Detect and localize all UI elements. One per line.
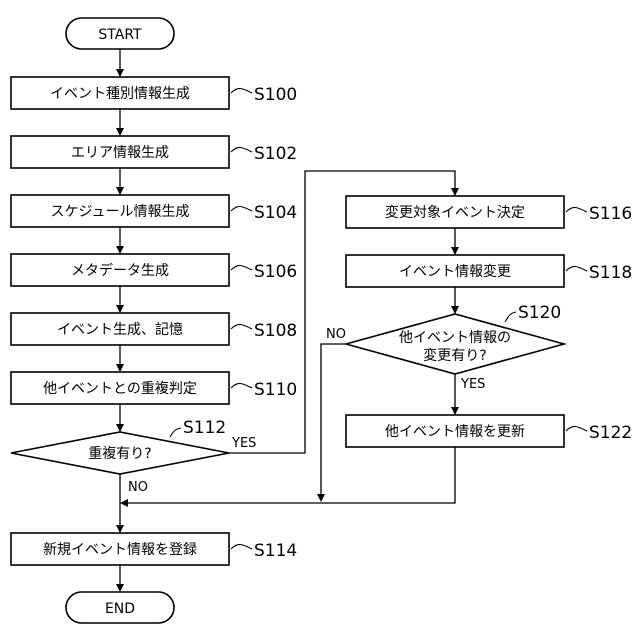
step-s114-label: 新規イベント情報を登録 [43, 542, 197, 558]
step-s106-ref: S106 [254, 262, 297, 282]
step-s100-ref: S100 [254, 85, 297, 105]
step-s116-label: 変更対象イベント決定 [385, 204, 525, 221]
step-s106: メタデータ生成 S106 [11, 254, 297, 286]
step-s122-label: 他イベント情報を更新 [385, 424, 525, 440]
start-terminal: START [66, 18, 174, 49]
s120-no-label: NO [326, 327, 346, 342]
s120-yes-label: YES [460, 377, 485, 392]
step-s104-ref: S104 [254, 203, 297, 223]
step-s110: 他イベントとの重複判定 S110 [11, 372, 297, 404]
step-s104-label: スケジュール情報生成 [50, 204, 189, 220]
end-label: END [105, 601, 135, 617]
decision-s112-label: 重複有り? [88, 445, 151, 462]
step-s100: イベント種別情報生成 S100 [11, 77, 297, 109]
step-s108-label: イベント生成、記憶 [57, 321, 183, 338]
decision-s120: 他イベント情報の 変更有り? S120 [346, 303, 564, 374]
step-s118: イベント情報変更 S118 [346, 255, 632, 287]
step-s114-ref: S114 [254, 541, 297, 561]
s112-yes-label: YES [231, 436, 256, 451]
decision-s120-label-line2: 変更有り? [423, 347, 486, 364]
step-s122-ref: S122 [589, 423, 632, 443]
s112-no-label: NO [128, 480, 148, 495]
step-s122: 他イベント情報を更新 S122 [346, 415, 632, 447]
step-s100-label: イベント種別情報生成 [50, 86, 190, 102]
decision-s120-label-line1: 他イベント情報の [399, 330, 511, 346]
step-s114: 新規イベント情報を登録 S114 [11, 533, 297, 565]
s120-no-connector: NO [321, 327, 346, 501]
step-s102-label: エリア情報生成 [71, 145, 169, 161]
step-s116: 変更対象イベント決定 S116 [346, 196, 632, 228]
step-s110-ref: S110 [254, 380, 297, 400]
step-s102-ref: S102 [254, 144, 297, 164]
decision-s112-ref: S112 [183, 418, 226, 438]
step-s116-ref: S116 [589, 204, 632, 224]
step-s118-ref: S118 [589, 263, 632, 283]
step-s118-label: イベント情報変更 [399, 263, 511, 280]
end-terminal: END [66, 592, 174, 623]
step-s108: イベント生成、記憶 S108 [11, 313, 297, 345]
step-s110-label: 他イベントとの重複判定 [43, 380, 197, 397]
step-s102: エリア情報生成 S102 [11, 136, 297, 168]
decision-s120-ref: S120 [518, 303, 561, 323]
start-label: START [98, 27, 142, 43]
step-s108-ref: S108 [254, 321, 297, 341]
step-s104: スケジュール情報生成 S104 [11, 195, 297, 227]
step-s106-label: メタデータ生成 [71, 262, 169, 279]
